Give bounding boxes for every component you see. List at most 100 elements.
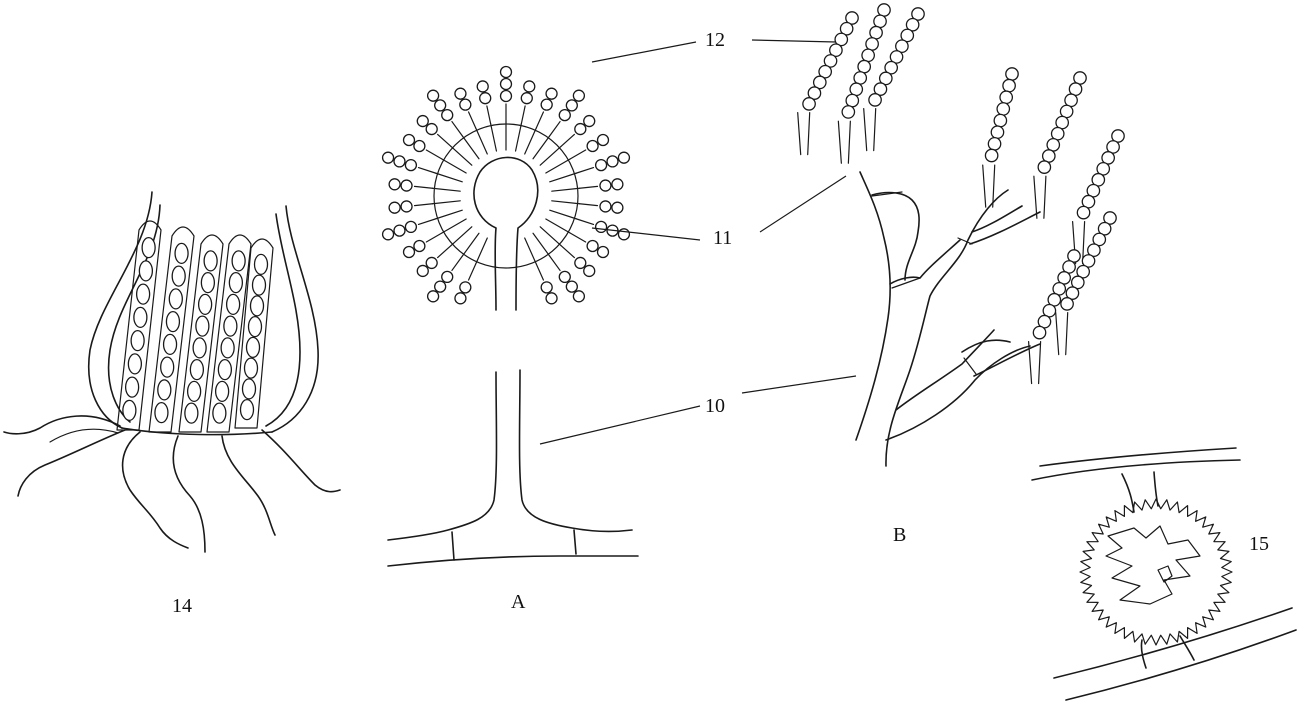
ascospore <box>184 402 199 424</box>
conidium <box>993 113 1008 128</box>
metula <box>551 187 581 192</box>
upper-hypha-top-edge-2 <box>1039 447 1237 467</box>
conidium <box>434 280 447 293</box>
phialide <box>520 105 526 125</box>
ascospore <box>195 315 210 337</box>
conidium <box>413 139 426 153</box>
conidium <box>594 158 608 172</box>
conidium <box>565 99 578 112</box>
aspergillus-conidiophore <box>381 65 639 567</box>
conidium <box>596 245 610 259</box>
hypha-branch <box>49 428 119 443</box>
conidium <box>873 14 887 29</box>
conidium <box>823 54 838 68</box>
conidium <box>441 270 454 284</box>
ascospore <box>231 250 246 272</box>
metula <box>431 200 461 205</box>
conidium <box>869 25 883 40</box>
zygospore-inner-detail <box>1157 565 1173 583</box>
conidium <box>834 32 849 47</box>
metula <box>549 172 577 183</box>
foot-cell-septum-right <box>573 529 577 555</box>
ascospore <box>225 293 241 316</box>
leader-11-right <box>759 175 847 233</box>
conidium <box>586 239 599 253</box>
conidium <box>416 114 429 128</box>
phialide <box>1033 175 1047 219</box>
phialide <box>797 111 811 156</box>
phialide <box>575 166 595 174</box>
sterigmata-and-conidia <box>381 65 631 305</box>
ascocarp-with-asci <box>3 191 341 553</box>
metula <box>435 172 463 183</box>
metula <box>524 127 537 155</box>
conidium <box>857 59 872 74</box>
conidium <box>878 71 893 86</box>
metula-mid <box>969 205 1041 245</box>
phialide <box>417 218 437 226</box>
metula <box>532 232 551 257</box>
stalk-right-wall <box>518 369 633 533</box>
metula <box>441 218 467 234</box>
conidium <box>900 28 915 43</box>
conidium <box>426 89 440 102</box>
conidium <box>818 64 833 79</box>
conidium <box>520 92 533 105</box>
metula <box>549 209 577 220</box>
metula <box>539 226 562 247</box>
branch-upper <box>889 239 961 285</box>
stalk-left-wall <box>387 371 498 541</box>
conidium <box>441 108 454 122</box>
leader-10-right <box>741 375 857 394</box>
phialide <box>467 111 477 129</box>
ascospore <box>160 356 175 378</box>
conidium <box>1005 67 1019 81</box>
metula <box>545 218 571 234</box>
hypha-5 <box>221 435 276 536</box>
conidium <box>413 239 426 253</box>
branch-lower <box>895 329 995 411</box>
conidium <box>1060 297 1074 311</box>
conidium <box>454 292 467 305</box>
conidium <box>425 122 438 136</box>
metula-upper <box>871 191 920 281</box>
phialide <box>425 149 443 160</box>
conidium <box>1076 205 1091 220</box>
zygospore-inner-ornament <box>1105 525 1201 605</box>
callout-14: 14 <box>172 595 192 617</box>
conidium <box>572 89 586 102</box>
metula <box>435 209 463 220</box>
conidium <box>599 200 612 213</box>
hypha-4 <box>172 435 206 553</box>
conidium <box>434 99 447 112</box>
metula <box>461 135 480 160</box>
phialide <box>560 133 575 148</box>
conidium <box>911 7 925 21</box>
conidium <box>990 125 1005 140</box>
conidium <box>987 137 1002 151</box>
conidium <box>599 179 612 192</box>
hypha-left-1 <box>3 415 121 435</box>
ascus <box>234 238 274 429</box>
ascospore <box>135 283 151 305</box>
foot-cell-septum-left <box>451 531 455 561</box>
phialide <box>548 255 561 272</box>
conidium <box>393 224 406 237</box>
ascospore <box>186 380 202 403</box>
foot-cell-base <box>387 555 639 567</box>
phialide <box>437 244 452 259</box>
conidium <box>611 178 624 191</box>
ascospore <box>220 337 235 359</box>
conidium <box>540 98 553 111</box>
conidium <box>877 3 891 17</box>
conidium <box>459 98 472 111</box>
ascospore <box>203 250 218 272</box>
conidium <box>1065 286 1080 300</box>
conidium <box>393 155 406 168</box>
ascus <box>178 234 224 433</box>
ascospore <box>138 260 154 282</box>
ascospore <box>165 310 181 333</box>
ascospore <box>247 315 263 338</box>
penicillium-conidiophore <box>797 3 1125 467</box>
ascospore <box>127 353 143 375</box>
